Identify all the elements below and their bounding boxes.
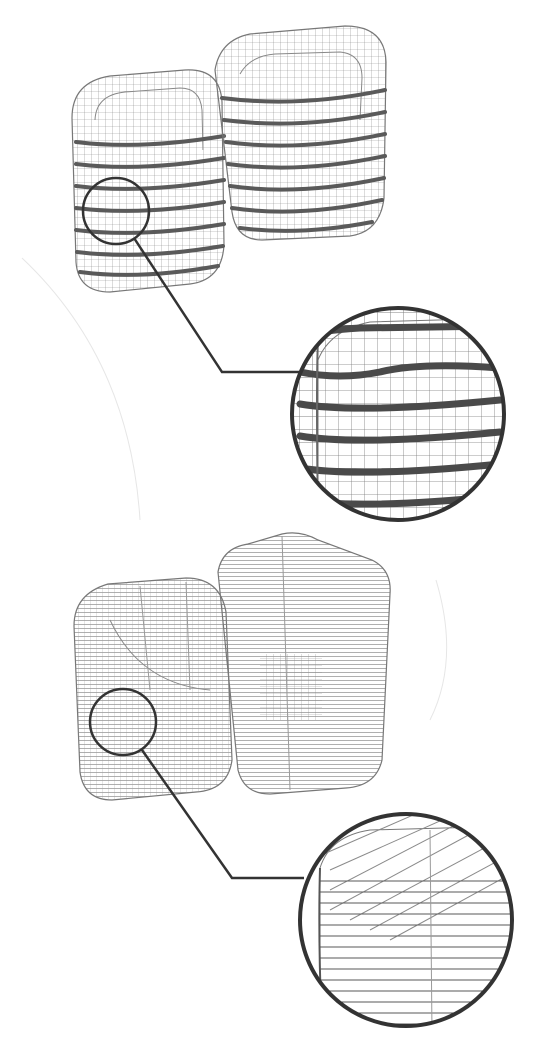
top-zoom-view (290, 306, 506, 522)
top-callout-leader (132, 237, 300, 374)
top-callout-marker (81, 176, 151, 246)
bottom-callout-marker (88, 687, 158, 757)
top-left-shape (71, 69, 226, 293)
decorative-arc (21, 257, 141, 521)
decorative-arc (429, 579, 448, 721)
top-panel (71, 25, 506, 522)
bottom-left-shape (73, 577, 233, 801)
bottom-zoom-view (298, 812, 514, 1028)
bottom-panel (73, 532, 514, 1028)
top-right-shape (214, 25, 387, 241)
bottom-callout-leader (140, 749, 304, 880)
bottom-right-shape (217, 532, 391, 795)
